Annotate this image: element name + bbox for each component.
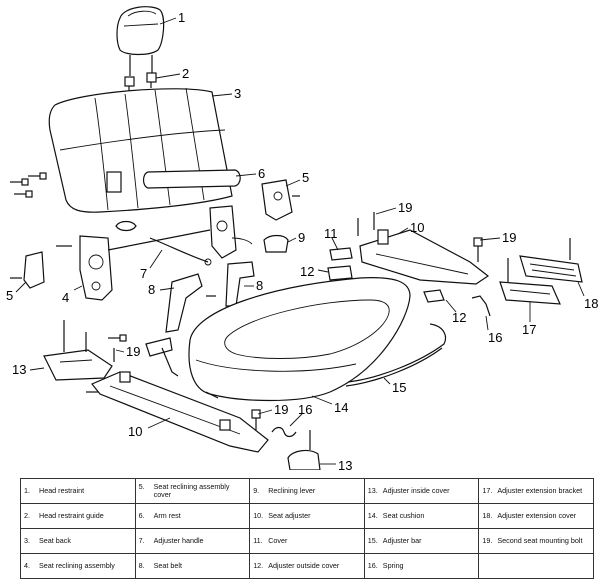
adjuster-handle (115, 220, 212, 266)
legend-cell: 17.Adjuster extension bracket (478, 478, 594, 504)
callout-6: 6 (258, 166, 265, 181)
callout-8-left: 8 (148, 282, 155, 297)
mounting-bolts-lower-left (86, 334, 127, 393)
callout-9: 9 (298, 230, 305, 245)
legend-cell: 13.Adjuster inside cover (363, 478, 480, 504)
legend-cell: 8.Seat belt (134, 553, 251, 579)
adjuster-extension-cover (519, 238, 583, 283)
callout-14: 14 (334, 400, 348, 415)
seat-cushion (188, 277, 411, 402)
adjuster-outside-cover-upper (327, 265, 353, 281)
legend-cell: 1.Head restraint (20, 478, 136, 504)
adjuster-inside-cover-right (287, 430, 321, 470)
reclining-cover-left (10, 251, 45, 289)
seat-back (48, 87, 233, 213)
seat-adjuster-upper (357, 212, 490, 285)
callout-19-top: 19 (398, 200, 412, 215)
callout-13-left: 13 (12, 362, 26, 377)
reclining-cover-right (261, 179, 300, 221)
seat-belt-right (206, 261, 255, 307)
callout-12-lower: 12 (452, 310, 466, 325)
callout-7: 7 (140, 266, 147, 281)
callout-16-upper: 16 (488, 330, 502, 345)
legend-cell: 7.Adjuster handle (134, 528, 251, 554)
legend-cell: 5.Seat reclining assembly cover (134, 478, 251, 504)
callout-3: 3 (234, 86, 241, 101)
seat-exploded-diagram: 1 2 3 4 5 5 6 7 8 8 9 10 10 11 12 12 13 … (6, 6, 598, 470)
callout-1: 1 (178, 10, 185, 25)
legend-row: 3.Seat back 7.Adjuster handle 11.Cover 1… (20, 528, 594, 554)
reclining-lever (263, 234, 289, 253)
spring-upper (471, 295, 491, 317)
legend-row: 1.Head restraint 5.Seat reclining assemb… (20, 478, 594, 504)
callout-19-left: 19 (126, 344, 140, 359)
legend-cell: 9.Reclining lever (249, 478, 365, 504)
callout-11: 11 (324, 226, 338, 241)
reclining-hinge-right (209, 205, 253, 259)
legend-cell: 4.Seat reclining assembly (20, 553, 136, 579)
callout-13-right: 13 (338, 458, 352, 470)
adjuster-inside-cover-left (43, 320, 113, 381)
legend-cell: 15.Adjuster bar (363, 528, 480, 554)
callout-2: 2 (182, 66, 189, 81)
legend-cell: 11.Cover (249, 528, 365, 554)
legend-cell: 3.Seat back (20, 528, 136, 554)
leader-lines (15, 17, 585, 465)
callout-8-right: 8 (256, 278, 263, 293)
arm-rest (106, 169, 241, 193)
callout-12-upper: 12 (300, 264, 314, 279)
callout-10-lower: 10 (128, 424, 142, 439)
head-restraint (116, 6, 165, 76)
seat-adjuster-lower (91, 371, 269, 453)
callout-19-right: 19 (502, 230, 516, 245)
callout-16-lower: 16 (298, 402, 312, 417)
mounting-bolts-left (10, 172, 47, 198)
callout-17: 17 (522, 322, 536, 337)
adjuster-extension-bracket (499, 258, 561, 305)
adjuster-outside-cover-lower (423, 289, 445, 303)
callout-5-right: 5 (302, 170, 309, 185)
mounting-bolts-right (251, 237, 483, 430)
cover (329, 247, 353, 261)
adjuster-bar (345, 323, 447, 387)
callout-5-left: 5 (6, 288, 13, 303)
legend-cell-empty (478, 553, 594, 579)
legend-cell: 6.Arm rest (134, 503, 251, 529)
seat-reclining-assembly (56, 229, 211, 301)
callout-4: 4 (62, 290, 69, 305)
callout-10-upper: 10 (410, 220, 424, 235)
callout-18: 18 (584, 296, 598, 311)
spring-lower (271, 426, 297, 438)
legend-row: 4.Seat reclining assembly 8.Seat belt 12… (20, 553, 594, 579)
legend-cell: 16.Spring (363, 553, 480, 579)
legend-row: 2.Head restraint guide 6.Arm rest 10.Sea… (20, 503, 594, 529)
legend-cell: 18.Adjuster extension cover (478, 503, 594, 529)
legend-cell: 19.Second seat mounting bolt (478, 528, 594, 554)
parts-legend-table: 1.Head restraint 5.Seat reclining assemb… (20, 478, 594, 579)
callout-19-bottom: 19 (274, 402, 288, 417)
callout-15: 15 (392, 380, 406, 395)
legend-cell: 2.Head restraint guide (20, 503, 136, 529)
legend-cell: 10.Seat adjuster (249, 503, 365, 529)
seat-belt-left (145, 273, 203, 377)
legend-cell: 14.Seat cushion (363, 503, 480, 529)
legend-cell: 12.Adjuster outside cover (249, 553, 365, 579)
